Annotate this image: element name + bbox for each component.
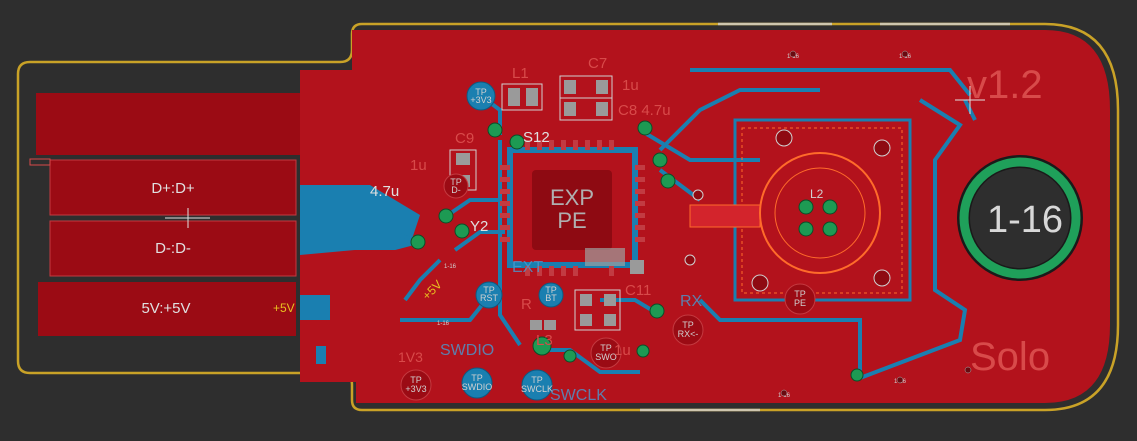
- bottom-copper-stub: [316, 346, 326, 364]
- tiny-mark-dots: [780, 50, 972, 397]
- refdes-y2: Y2: [470, 218, 488, 235]
- tp-top-line1: TP: [475, 87, 487, 97]
- sensor-ring-inner: [774, 167, 866, 259]
- refdes-c10: 1u: [410, 157, 427, 174]
- edge-pad-label-5v: 5V:+5V: [141, 300, 190, 317]
- edge-pad-dplus: [49, 159, 297, 216]
- tp-pe-line1: TP: [794, 289, 806, 299]
- sensor-vias: [684, 129, 891, 292]
- tp-pe-line2: PE: [794, 298, 806, 308]
- refdes-r1: R: [521, 296, 532, 313]
- sensor-ring: [759, 152, 881, 274]
- edge-pad-dminus: [49, 220, 297, 277]
- tp-3v3-line1: TP: [410, 375, 422, 385]
- mcu-label-2: PE: [557, 208, 586, 233]
- refdes-cap-small: 1u: [614, 342, 631, 359]
- tp-swclk-line2: SWCLK: [521, 384, 553, 394]
- mcu-pin-block: [585, 248, 625, 266]
- refdes-c8: C8 4.7u: [618, 102, 671, 119]
- bottom-copper-pour-left: [300, 185, 420, 255]
- mcu-exposed-pad: [532, 170, 612, 250]
- edge-pad-5v: [38, 282, 296, 336]
- edge-pad-label-dminus: D-:D-: [155, 240, 191, 257]
- badge-inner: [970, 168, 1070, 268]
- edge-marker: [29, 158, 51, 166]
- refdes-s12: S12: [523, 129, 550, 146]
- mcu-label-1: EXP: [550, 185, 594, 210]
- tp-b-line1: TP: [483, 285, 495, 295]
- ghost-rx: RX: [680, 293, 703, 310]
- tp-swdio-line2: SWDIO: [462, 382, 493, 392]
- tp-a-line1: TP: [545, 285, 557, 295]
- svg-text:1-16: 1-16: [444, 264, 457, 270]
- tp-3v3-line2: +3V3: [405, 384, 426, 394]
- board-name: Solo: [970, 335, 1050, 379]
- tp-mid-line1: TP: [450, 177, 462, 187]
- board-outline: [16, 22, 1120, 412]
- refdes-labels-silk: S12 Y2 4.7u: [370, 129, 550, 235]
- test-point-labels: TP +3V3 TP SWDIO TP SWCLK TP SWO TP RX<-…: [405, 87, 806, 394]
- refdes-c7: C7: [588, 55, 607, 72]
- refdes-c1u: 1u: [622, 77, 639, 94]
- net-label-4-7u: 4.7u: [370, 183, 399, 200]
- tp-rx-line1: TP: [682, 320, 694, 330]
- edge-pad-label-dplus: D+:D+: [151, 180, 195, 197]
- badge-label: 1-16: [987, 199, 1063, 241]
- tp-swdio-line1: TP: [471, 373, 483, 383]
- tp-top-line2: +3V3: [470, 95, 491, 105]
- smd-pads: [456, 80, 644, 330]
- tp-mid-line2: D-: [451, 185, 461, 195]
- edge-pad-gnd: [36, 93, 300, 155]
- refdes-l1: L1: [512, 65, 529, 82]
- ghost-swclk: SWCLK: [550, 387, 607, 404]
- tp-rx-line2: RX<-: [678, 329, 699, 339]
- tp-b-line2: RST: [480, 293, 499, 303]
- ghost-ext: EXT: [512, 259, 543, 276]
- mcu-outline: [507, 147, 638, 268]
- refdes-c9: C9: [455, 130, 474, 147]
- sensor-feed: [689, 204, 761, 228]
- tp-a-line2: BT: [545, 293, 557, 303]
- ghost-swdio: SWDIO: [440, 342, 494, 359]
- test-point-shapes: [400, 81, 816, 401]
- svg-text:1-16: 1-16: [437, 321, 450, 327]
- tp-swo-line1: TP: [600, 343, 612, 353]
- refdes-labels: C7 C8 4.7u C9 1u 1u L1 R C11 L3 1u: [410, 55, 671, 359]
- edge-silk: [640, 22, 1010, 412]
- tp-swclk-line1: TP: [531, 375, 543, 385]
- ghost-1v3: 1V3: [398, 349, 423, 365]
- component-boxes: [449, 75, 621, 331]
- tp-swo-line2: SWO: [595, 352, 617, 362]
- bottom-copper-strip: [300, 295, 330, 320]
- sensor-hatch: [741, 127, 903, 294]
- ghost-labels: SWDIO SWCLK RX EXT: [440, 259, 703, 404]
- refdes-c11: C11: [625, 282, 651, 299]
- refdes-l3: L3: [536, 332, 553, 349]
- refdes-l2: L2: [810, 187, 824, 201]
- net-label-5v: +5V: [273, 301, 295, 315]
- mcu-pins: [500, 140, 645, 276]
- crosshairs: [165, 86, 985, 228]
- bottom-traces: [300, 68, 977, 380]
- badge-ring: [959, 157, 1081, 279]
